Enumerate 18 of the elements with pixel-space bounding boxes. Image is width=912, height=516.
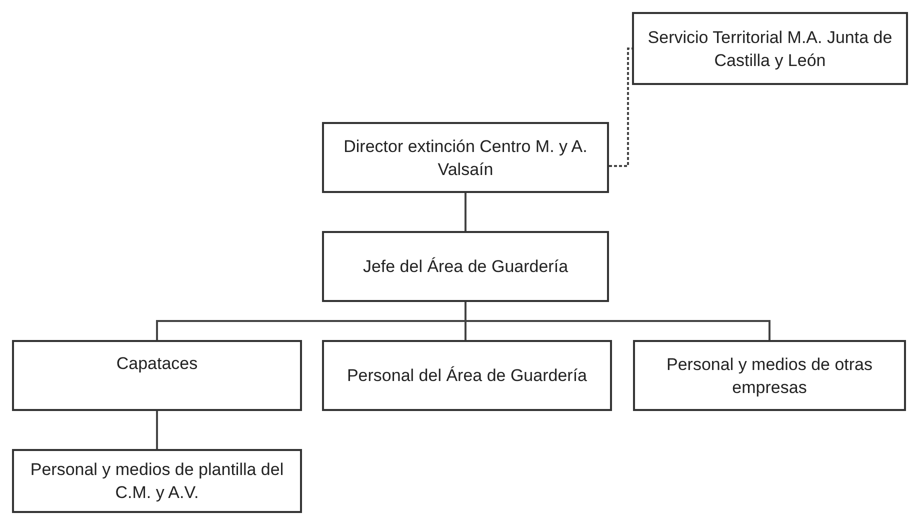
org-label: Capataces <box>116 353 198 375</box>
org-label: Jefe del Área de Guardería <box>362 256 568 278</box>
connector-line <box>156 411 158 449</box>
connector-line <box>464 302 770 340</box>
org-box <box>12 340 302 411</box>
connector-line <box>464 193 466 231</box>
org-label: Personal y medios de plantilla del C.M. y A.V. <box>29 459 285 504</box>
org-box <box>12 449 302 513</box>
org-label: Personal y medios de otras empresas <box>666 354 874 398</box>
org-box <box>632 12 908 85</box>
org-box <box>322 340 612 411</box>
org-box <box>322 122 609 193</box>
org-box <box>322 231 609 302</box>
org-box <box>633 340 906 411</box>
connector-line <box>609 48 632 168</box>
org-label: Servicio Territorial M.A. Junta de Castilla y León <box>646 26 894 72</box>
org-label: Personal del Área de Guardería <box>346 365 588 387</box>
org-label: Director extinción Centro M. y A. Valsaín <box>342 136 588 180</box>
